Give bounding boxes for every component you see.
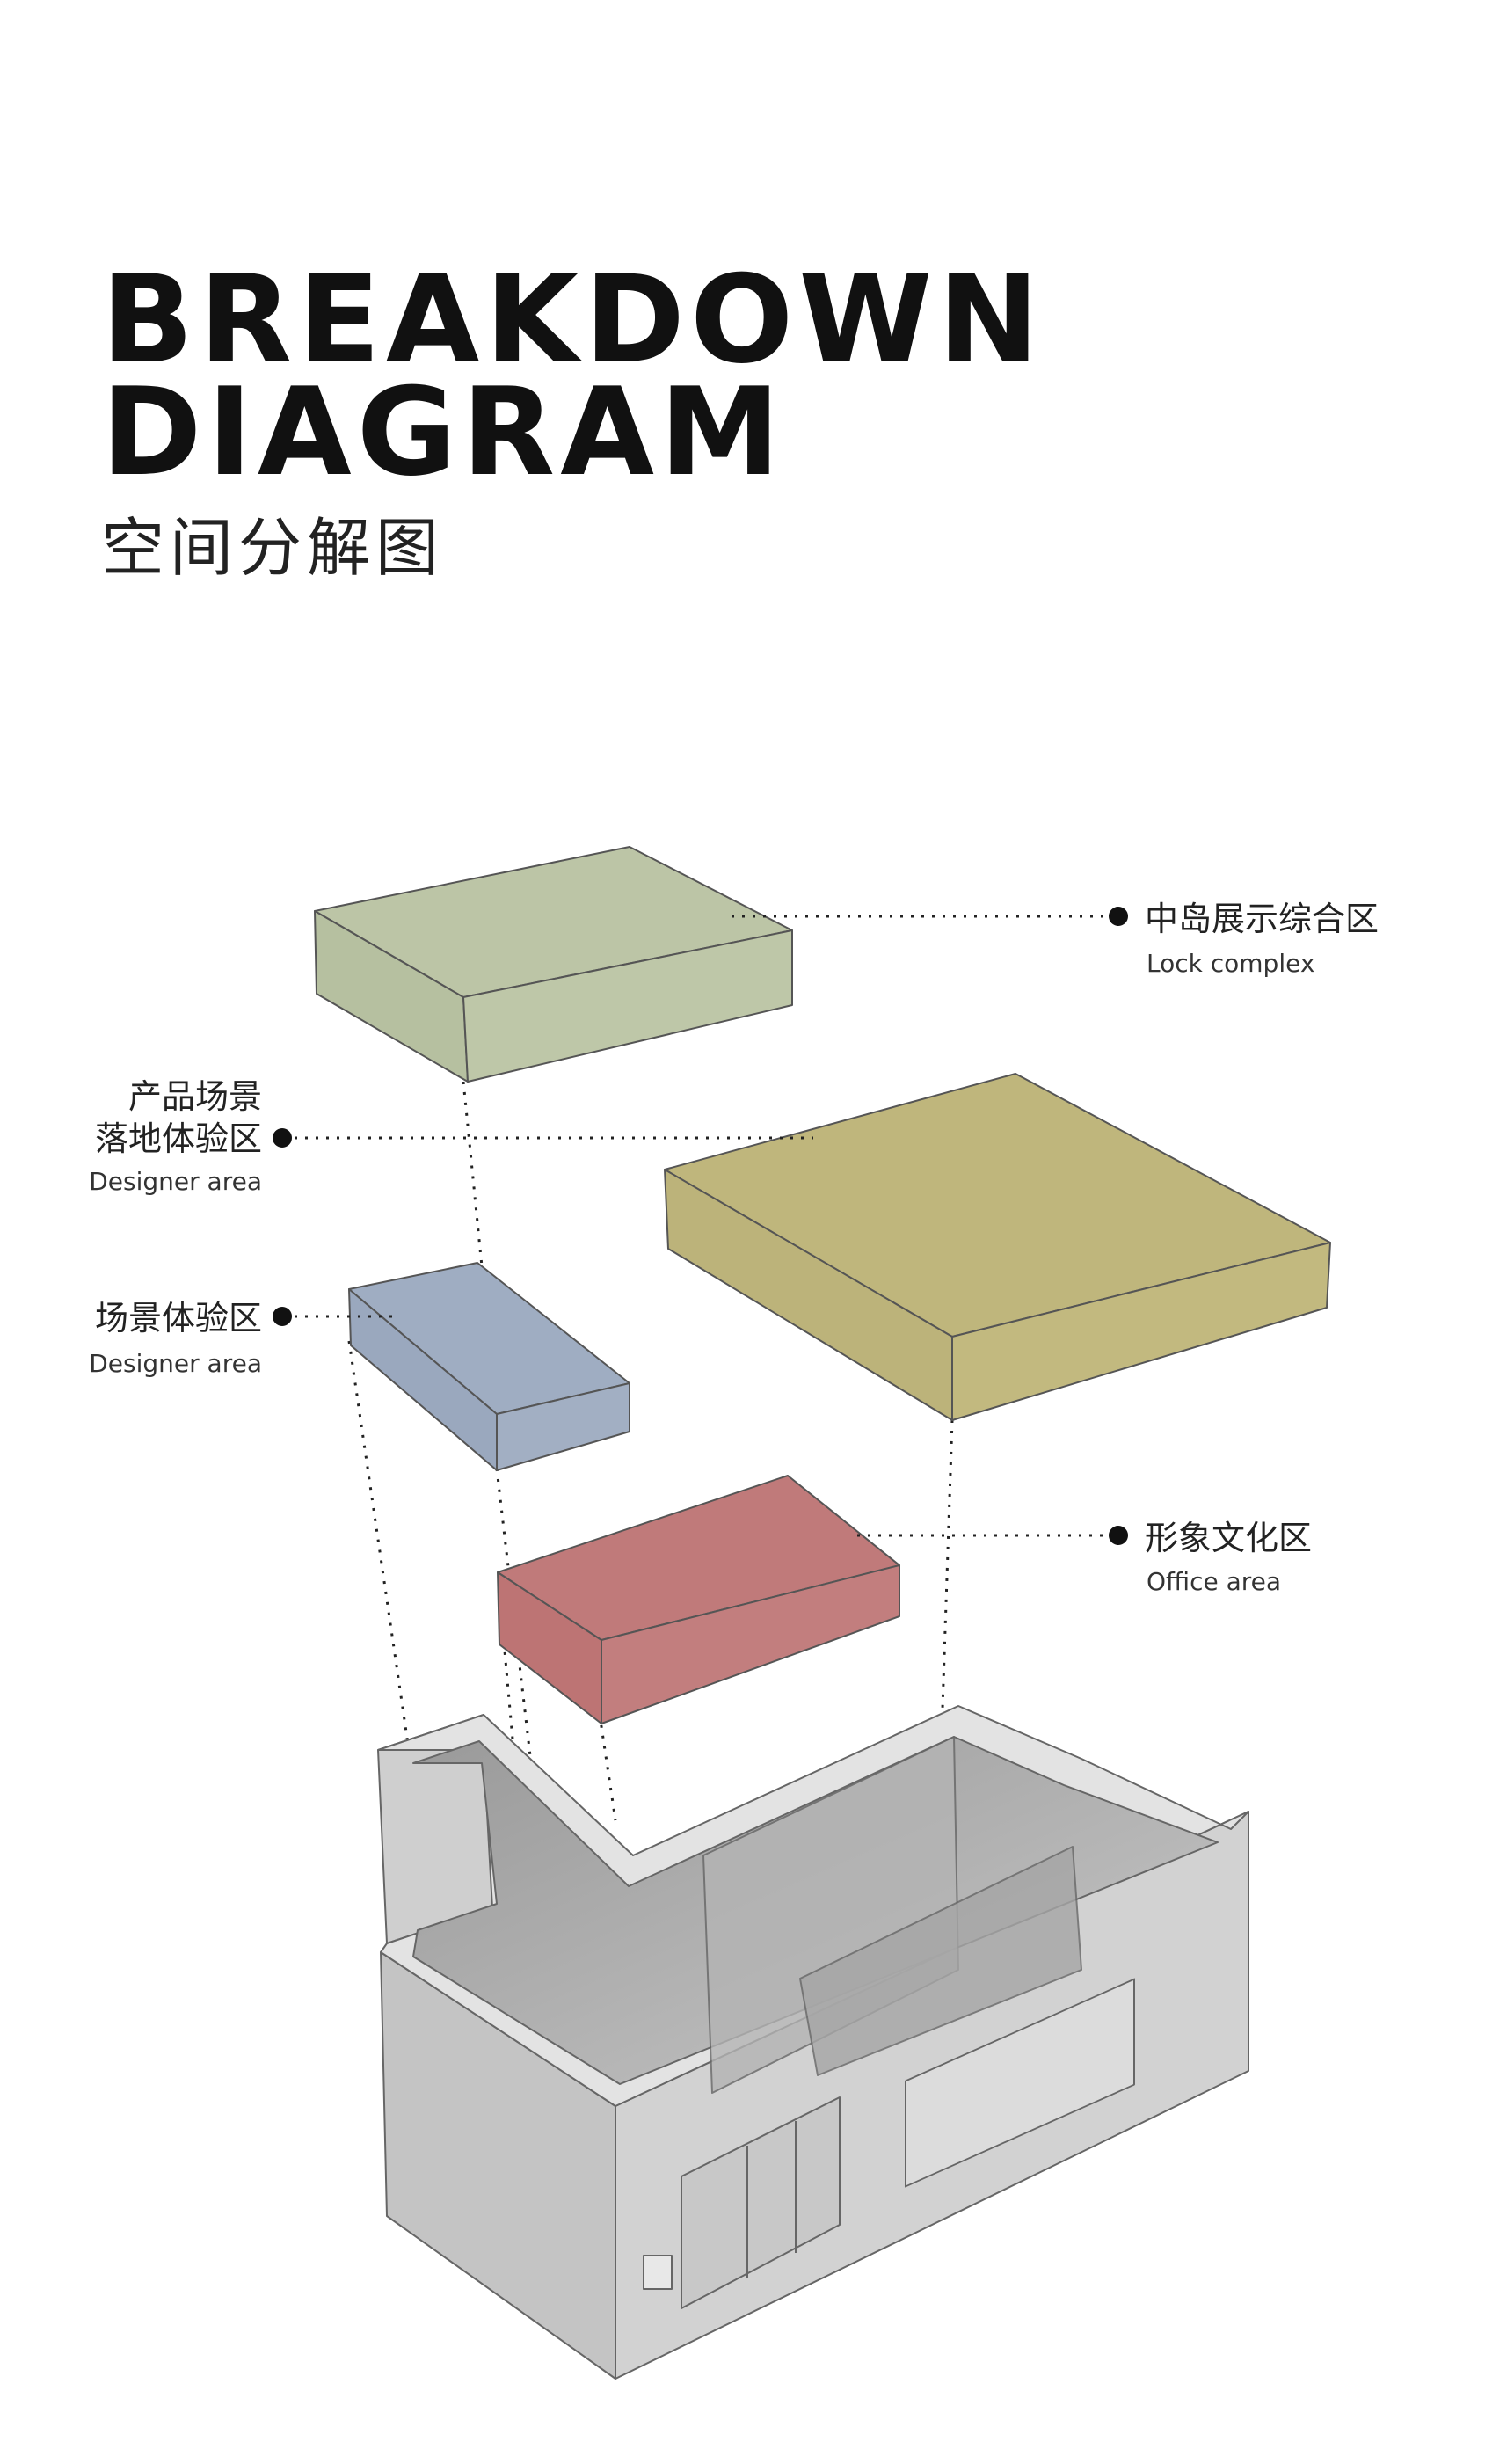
room-partition	[799, 1846, 1082, 2076]
wall-sign	[643, 2255, 673, 2290]
block-right-face	[462, 929, 793, 1083]
label-scene-en: Designer area	[89, 1349, 262, 1378]
leader-lines	[284, 915, 1110, 1537]
label-dot-lock	[1109, 907, 1128, 926]
projection-line	[462, 1081, 484, 1267]
front-display-panel	[905, 1978, 1135, 2188]
label-product-zh-line1: 产品场景	[128, 1077, 262, 1116]
block-right-face	[601, 1564, 900, 1724]
page-title-line1: BREAKDOWN	[101, 249, 1045, 390]
page-title-line2: DIAGRAM	[101, 361, 786, 503]
label-lock-en: Lock complex	[1147, 949, 1314, 978]
label-dot-scene	[273, 1307, 292, 1326]
label-dot-product	[273, 1128, 292, 1148]
projection-line	[347, 1340, 411, 1751]
entrance-door	[681, 2096, 841, 2309]
block-right-face	[496, 1382, 630, 1471]
label-dot-office	[1109, 1526, 1128, 1545]
page-subtitle: 空间分解图	[101, 511, 445, 585]
title-block: BREAKDOWN DIAGRAM 空间分解图	[101, 249, 1045, 588]
olive-zone-block	[664, 1073, 1331, 1421]
label-product-zh-line2: 落地体验区	[95, 1119, 262, 1158]
block-right-face	[951, 1242, 1331, 1421]
label-office-zh: 形象文化区	[1145, 1519, 1312, 1557]
green-zone-block	[314, 846, 793, 1083]
blue-zone-block	[348, 1262, 630, 1471]
label-office-en: Office area	[1147, 1567, 1281, 1596]
projection-line	[598, 1714, 617, 1821]
floor-plan-model	[377, 1705, 1249, 2380]
label-lock-zh: 中岛展示综合区	[1145, 900, 1379, 938]
red-zone-block	[497, 1475, 900, 1724]
label-scene-zh: 场景体验区	[95, 1299, 262, 1338]
label-product-en: Designer area	[89, 1167, 262, 1196]
